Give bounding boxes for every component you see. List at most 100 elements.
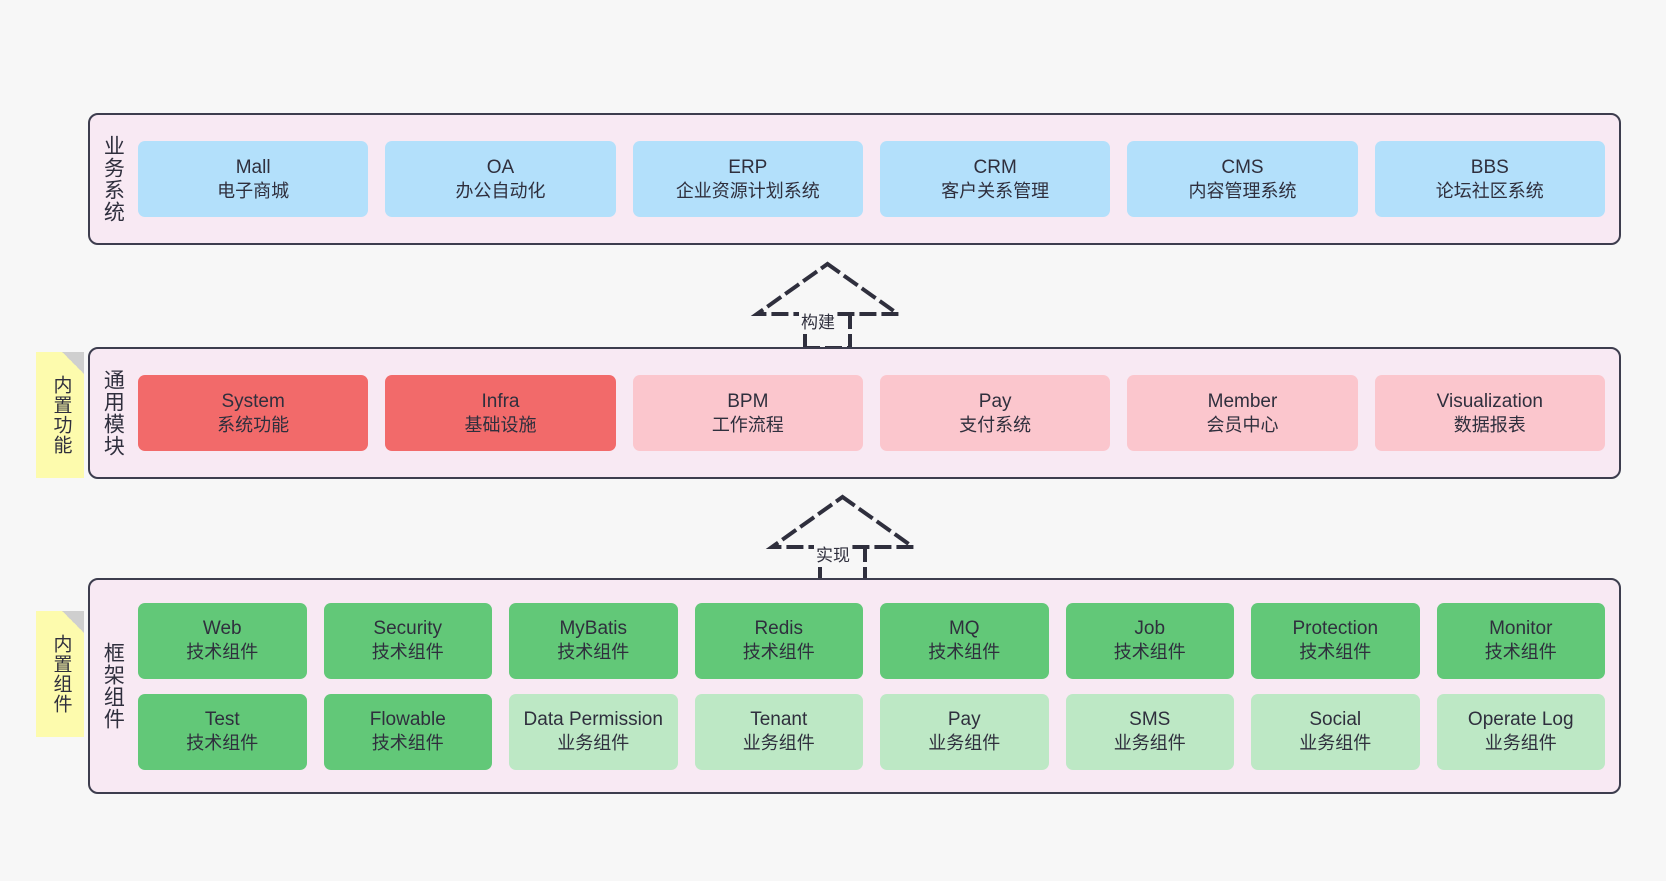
node-title: Tenant <box>750 709 808 731</box>
node-oa[interactable]: OA 办公自动化 <box>385 141 616 217</box>
connector-realize-label: 实现 <box>814 541 852 566</box>
page-fold-icon <box>62 611 84 633</box>
node-data-permission[interactable]: Data Permission 业务组件 <box>509 693 678 770</box>
node-title: OA <box>486 156 515 178</box>
node-subtitle: 会员中心 <box>1206 414 1279 435</box>
layer-title-common-module: 通用模块 <box>101 369 125 457</box>
node-redis[interactable]: Redis 技术组件 <box>694 602 863 679</box>
node-subtitle: 技术组件 <box>1299 642 1372 663</box>
node-subtitle: 业务组件 <box>742 733 815 754</box>
page-fold-icon <box>62 352 84 374</box>
node-bpm[interactable]: BPM 工作流程 <box>632 375 863 451</box>
layer-common-module[interactable]: 通用模块 System 系统功能 Infra 基础设施 BPM 工作流程 Pay… <box>88 347 1621 479</box>
node-cms[interactable]: CMS 内容管理系统 <box>1127 141 1358 217</box>
node-title: Data Permission <box>523 709 663 731</box>
node-title: Protection <box>1292 618 1379 640</box>
node-subtitle: 数据报表 <box>1453 414 1526 435</box>
layer-title-business-system: 业务系统 <box>101 135 125 223</box>
node-sms[interactable]: SMS 业务组件 <box>1065 693 1234 770</box>
node-title: Pay <box>978 390 1012 412</box>
node-monitor[interactable]: Monitor 技术组件 <box>1436 602 1605 679</box>
node-subtitle: 电子商城 <box>217 180 290 201</box>
node-protection[interactable]: Protection 技术组件 <box>1251 602 1420 679</box>
node-mall[interactable]: Mall 电子商城 <box>138 141 369 217</box>
node-pay-business[interactable]: Pay 业务组件 <box>880 693 1049 770</box>
node-tenant[interactable]: Tenant 业务组件 <box>694 693 863 770</box>
connector-realize: 实现 <box>765 494 920 585</box>
node-subtitle: 业务组件 <box>1484 733 1557 754</box>
node-member[interactable]: Member 会员中心 <box>1127 375 1358 451</box>
node-title: Web <box>202 618 242 640</box>
node-subtitle: 技术组件 <box>1484 642 1557 663</box>
node-social[interactable]: Social 业务组件 <box>1251 693 1420 770</box>
node-mq[interactable]: MQ 技术组件 <box>880 602 1049 679</box>
layer-framework-component[interactable]: 框架组件 Web 技术组件 Security 技术组件 MyBatis 技术组件… <box>88 578 1621 794</box>
node-erp[interactable]: ERP 企业资源计划系统 <box>632 141 863 217</box>
node-subtitle: 技术组件 <box>371 733 444 754</box>
node-system[interactable]: System 系统功能 <box>138 375 369 451</box>
node-title: Social <box>1309 709 1362 731</box>
node-web[interactable]: Web 技术组件 <box>138 602 307 679</box>
node-title: Flowable <box>369 709 446 731</box>
node-title: Security <box>373 618 443 640</box>
node-title: Test <box>204 709 240 731</box>
layer-title-framework-component: 框架组件 <box>101 642 125 730</box>
node-title: Redis <box>754 618 804 640</box>
layer-body-business-system: Mall 电子商城 OA 办公自动化 ERP 企业资源计划系统 CRM 客户关系… <box>134 115 1619 243</box>
node-subtitle: 系统功能 <box>217 414 290 435</box>
node-title: Member <box>1207 390 1278 412</box>
node-crm[interactable]: CRM 客户关系管理 <box>879 141 1111 217</box>
node-subtitle: 办公自动化 <box>455 180 546 201</box>
node-operate-log[interactable]: Operate Log 业务组件 <box>1436 693 1605 770</box>
node-subtitle: 技术组件 <box>186 642 259 663</box>
node-subtitle: 业务组件 <box>557 733 630 754</box>
node-security[interactable]: Security 技术组件 <box>323 602 492 679</box>
sticky-note-builtin-component[interactable]: 内置组件 <box>36 611 84 737</box>
node-title: Monitor <box>1489 618 1553 640</box>
node-subtitle: 业务组件 <box>928 733 1001 754</box>
sticky-note-builtin-function[interactable]: 内置功能 <box>36 352 84 478</box>
node-flowable[interactable]: Flowable 技术组件 <box>323 693 492 770</box>
connector-build-label: 构建 <box>799 308 837 333</box>
node-title: BPM <box>727 390 769 412</box>
node-title: Infra <box>481 390 520 412</box>
sticky-note-label: 内置功能 <box>50 375 72 455</box>
node-title: BBS <box>1470 156 1509 178</box>
node-infra[interactable]: Infra 基础设施 <box>385 375 616 451</box>
node-subtitle: 技术组件 <box>928 642 1001 663</box>
node-title: CRM <box>973 156 1017 178</box>
node-row: Mall 电子商城 OA 办公自动化 ERP 企业资源计划系统 CRM 客户关系… <box>138 141 1605 217</box>
node-test[interactable]: Test 技术组件 <box>138 693 307 770</box>
node-row: Test 技术组件 Flowable 技术组件 Data Permission … <box>138 693 1605 770</box>
node-subtitle: 基础设施 <box>464 414 537 435</box>
sticky-note-label: 内置组件 <box>50 634 72 714</box>
layer-business-system[interactable]: 业务系统 Mall 电子商城 OA 办公自动化 ERP 企业资源计划系统 CRM… <box>88 113 1621 245</box>
node-title: Mall <box>235 156 271 178</box>
connector-build-arrow-icon <box>750 261 905 352</box>
node-pay[interactable]: Pay 支付系统 <box>879 375 1111 451</box>
layer-body-common-module: System 系统功能 Infra 基础设施 BPM 工作流程 Pay 支付系统… <box>134 349 1619 477</box>
node-job[interactable]: Job 技术组件 <box>1065 602 1234 679</box>
node-mybatis[interactable]: MyBatis 技术组件 <box>509 602 678 679</box>
node-title: Job <box>1134 618 1166 640</box>
node-row: System 系统功能 Infra 基础设施 BPM 工作流程 Pay 支付系统… <box>138 375 1605 451</box>
node-visualization[interactable]: Visualization 数据报表 <box>1374 375 1605 451</box>
node-subtitle: 技术组件 <box>371 642 444 663</box>
node-subtitle: 工作流程 <box>711 414 784 435</box>
node-title: CMS <box>1221 156 1264 178</box>
node-title: Operate Log <box>1467 709 1574 731</box>
node-title: MQ <box>948 618 980 640</box>
node-subtitle: 业务组件 <box>1299 733 1372 754</box>
node-title: System <box>221 390 285 412</box>
node-subtitle: 业务组件 <box>1113 733 1186 754</box>
node-title: Pay <box>947 709 981 731</box>
node-subtitle: 支付系统 <box>959 414 1032 435</box>
node-bbs[interactable]: BBS 论坛社区系统 <box>1374 141 1605 217</box>
node-title: ERP <box>728 156 768 178</box>
node-subtitle: 论坛社区系统 <box>1435 180 1544 201</box>
node-subtitle: 技术组件 <box>186 733 259 754</box>
node-row: Web 技术组件 Security 技术组件 MyBatis 技术组件 Redi… <box>138 602 1605 679</box>
node-title: Visualization <box>1436 390 1543 412</box>
connector-build: 构建 <box>750 261 905 352</box>
